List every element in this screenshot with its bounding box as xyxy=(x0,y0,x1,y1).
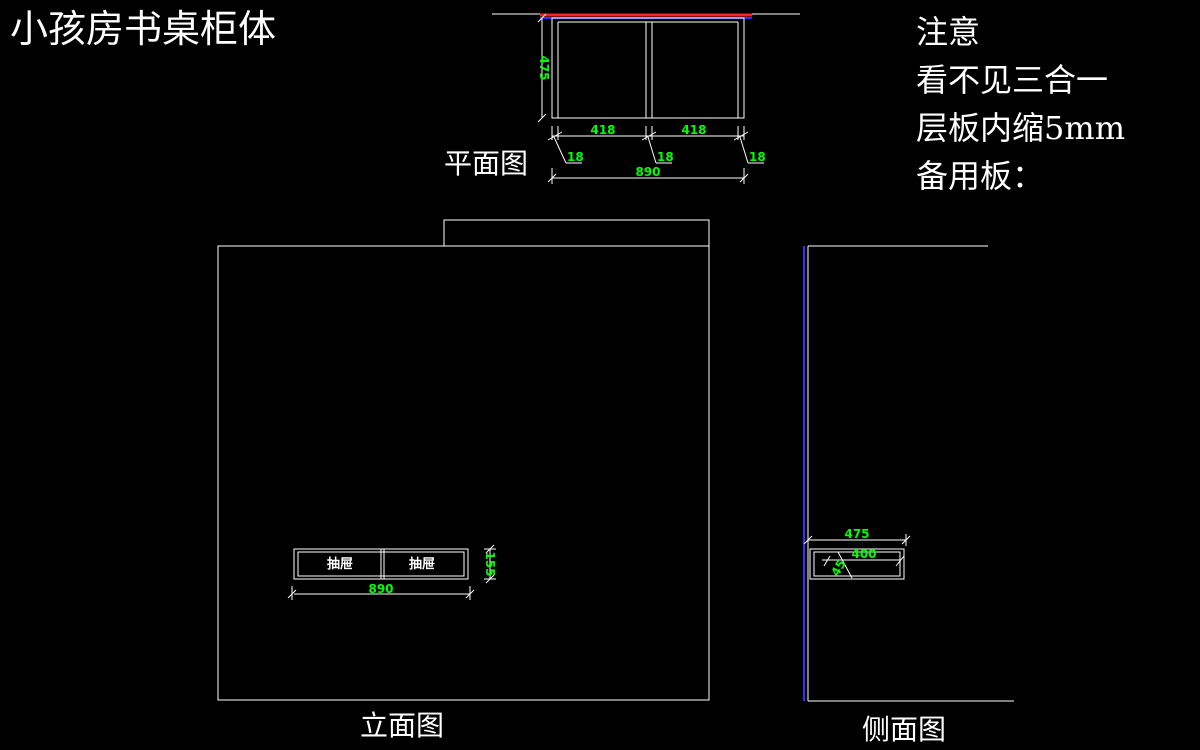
drawing-title: 小孩房书桌柜体 xyxy=(10,7,277,51)
plan-dimensions xyxy=(537,13,764,184)
plan-view-label: 平面图 xyxy=(444,147,529,180)
drawer-right-label: 抽屉 xyxy=(409,556,435,572)
plan-total-label: 890 xyxy=(635,165,660,179)
note-line-3: 层板内缩5mm xyxy=(916,109,1126,147)
drawer-width-label: 890 xyxy=(368,582,393,596)
plan-left-width-label: 418 xyxy=(590,123,615,137)
side-drawer-box xyxy=(809,548,905,580)
elevation-view-label: 立面图 xyxy=(360,709,445,742)
drawer-height-label: 155 xyxy=(483,551,497,576)
plan-depth-label: 475 xyxy=(537,55,551,80)
note-line-2: 看不见三合一 xyxy=(916,61,1109,99)
side-inner-label: 400 xyxy=(851,547,876,561)
plan-panel-mid-label: 18 xyxy=(657,150,674,164)
side-depth-label: 475 xyxy=(844,527,869,541)
plan-right-width-label: 418 xyxy=(681,123,706,137)
plan-panel-left-label: 18 xyxy=(567,150,584,164)
plan-outline xyxy=(551,17,745,119)
note-line-1: 注意 xyxy=(916,13,981,51)
notes-block: 注意 看不见三合一 层板内缩5mm 备用板： xyxy=(916,8,1125,200)
plan-view xyxy=(492,13,800,119)
elevation-outline xyxy=(217,245,710,701)
side-view xyxy=(803,245,1014,702)
note-line-4: 备用板： xyxy=(916,157,1045,195)
plan-panel-right-label: 18 xyxy=(749,150,766,164)
elevation-view xyxy=(217,219,710,701)
drawer-left-label: 抽屉 xyxy=(327,556,353,572)
elevation-top-step xyxy=(443,219,710,246)
side-view-label: 侧面图 xyxy=(862,713,947,746)
